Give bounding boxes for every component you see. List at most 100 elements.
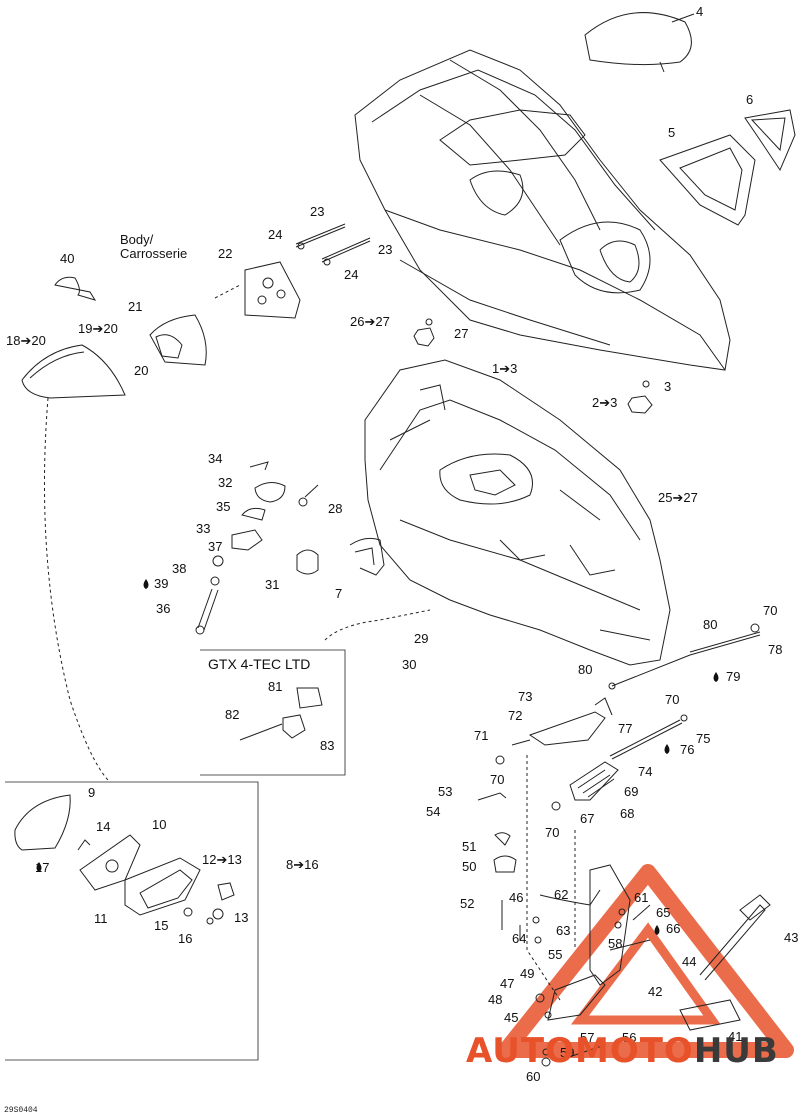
callout-label: 69 [624, 784, 639, 799]
callout-label: 50 [462, 859, 477, 874]
callout-label: 29 [414, 631, 429, 646]
callout-label: 70 [665, 692, 680, 707]
callout-label: 65 [656, 905, 671, 920]
part-windshield [584, 12, 692, 66]
callout-label: 35 [216, 499, 231, 514]
watermark-moto: MOTO [574, 1031, 694, 1071]
callout-label: 9 [88, 785, 96, 800]
callout-label: 83 [320, 738, 335, 753]
watermark-logo: AUTOMOTOHUB [466, 1034, 779, 1068]
callout-label: 27 [454, 326, 469, 341]
callout-label: 51 [462, 839, 477, 854]
callout-label: 8➔16 [286, 857, 319, 872]
callout-label: 15 [154, 918, 169, 933]
part-bracket-22 [244, 261, 301, 319]
callout-label: 52 [460, 896, 475, 911]
callout-label: 22 [218, 246, 233, 261]
callout-label: 18➔20 [6, 333, 46, 348]
callout-label: 7 [335, 586, 343, 601]
droplet-icon [664, 744, 670, 754]
callout-label: 49 [520, 966, 535, 981]
callout-label: 74 [638, 764, 653, 779]
callout-label: 23 [378, 242, 393, 257]
part-mirror-housing [149, 314, 207, 366]
part-handle-77 [528, 711, 606, 746]
part-frame-25 [364, 359, 671, 666]
callout-label: 12➔13 [202, 852, 242, 867]
callout-label: 10 [152, 817, 167, 832]
callout-label: 67 [580, 811, 595, 826]
callout-label: 46 [509, 890, 524, 905]
callout-label: 30 [402, 657, 417, 672]
callout-label: 39 [154, 576, 169, 591]
callout-label: 19➔20 [78, 321, 118, 336]
watermark-triangle [498, 864, 794, 1058]
callout-label: 61 [634, 890, 649, 905]
callout-label: 60 [526, 1069, 541, 1084]
callout-label: 14 [96, 819, 111, 834]
callout-label: 54 [426, 804, 441, 819]
callout-label: 55 [548, 947, 563, 962]
callout-label: 45 [504, 1010, 519, 1025]
callout-label: 32 [218, 475, 233, 490]
callout-label: 6 [746, 92, 754, 107]
callout-label: 36 [156, 601, 171, 616]
droplet-icon [36, 862, 42, 872]
callout-label: 16 [178, 931, 193, 946]
model-label: GTX 4-TEC LTD [208, 656, 311, 672]
callout-label: 20 [134, 363, 149, 378]
callout-label: 40 [60, 251, 75, 266]
callout-label: 2➔3 [592, 395, 618, 410]
callout-label: 48 [488, 992, 503, 1007]
callout-label: 3 [664, 379, 672, 394]
callout-label: 77 [618, 721, 633, 736]
callout-label: 53 [438, 784, 453, 799]
droplet-icon [143, 579, 149, 589]
callout-label: 24 [344, 267, 359, 282]
callout-label: 66 [666, 921, 681, 936]
callout-label: 57 [580, 1030, 595, 1045]
callout-label: 42 [648, 984, 663, 999]
callout-label: 11 [94, 911, 108, 926]
callout-label: 23 [310, 204, 325, 219]
callout-label: 71 [474, 728, 489, 743]
watermark-hub: HUB [693, 1031, 779, 1071]
drawing-code: 29S0404 [4, 1106, 38, 1115]
callout-label: 79 [726, 669, 741, 684]
callout-label: 58 [608, 936, 623, 951]
part-mirror-glass-9 [14, 794, 71, 851]
callout-label: 62 [554, 887, 569, 902]
callout-label: 75 [696, 731, 711, 746]
callout-label: 78 [768, 642, 783, 657]
callout-label: 70 [763, 603, 778, 618]
callout-label: 70 [490, 772, 505, 787]
callout-label: 34 [208, 451, 223, 466]
callout-label: 21 [128, 299, 143, 314]
callout-label: 24 [268, 227, 283, 242]
callout-label: 68 [620, 806, 635, 821]
callout-label: 38 [172, 561, 187, 576]
callout-label: 1➔3 [492, 361, 518, 376]
callout-label: 76 [680, 742, 695, 757]
callout-label: 37 [208, 539, 223, 554]
callout-label: 59 [560, 1045, 575, 1060]
callout-label: 41 [728, 1029, 743, 1044]
callout-label: 31 [265, 577, 280, 592]
callout-label: 70 [545, 825, 560, 840]
callout-label: 33 [196, 521, 211, 536]
droplet-icon [654, 925, 660, 935]
callout-label: 17 [35, 860, 50, 875]
part-mirror-18 [21, 344, 126, 399]
callout-label: 44 [682, 954, 697, 969]
callout-label: 25➔27 [658, 490, 698, 505]
part-hood [354, 49, 731, 371]
callout-label: 80 [703, 617, 718, 632]
callout-label: 43 [784, 930, 799, 945]
droplet-icon [713, 672, 719, 682]
part-grip-74 [569, 761, 619, 801]
part-trim-5 [659, 134, 756, 226]
callout-label: 26➔27 [350, 314, 390, 329]
body-label: Body/ Carrosserie [120, 232, 188, 261]
callout-label: 47 [500, 976, 515, 991]
